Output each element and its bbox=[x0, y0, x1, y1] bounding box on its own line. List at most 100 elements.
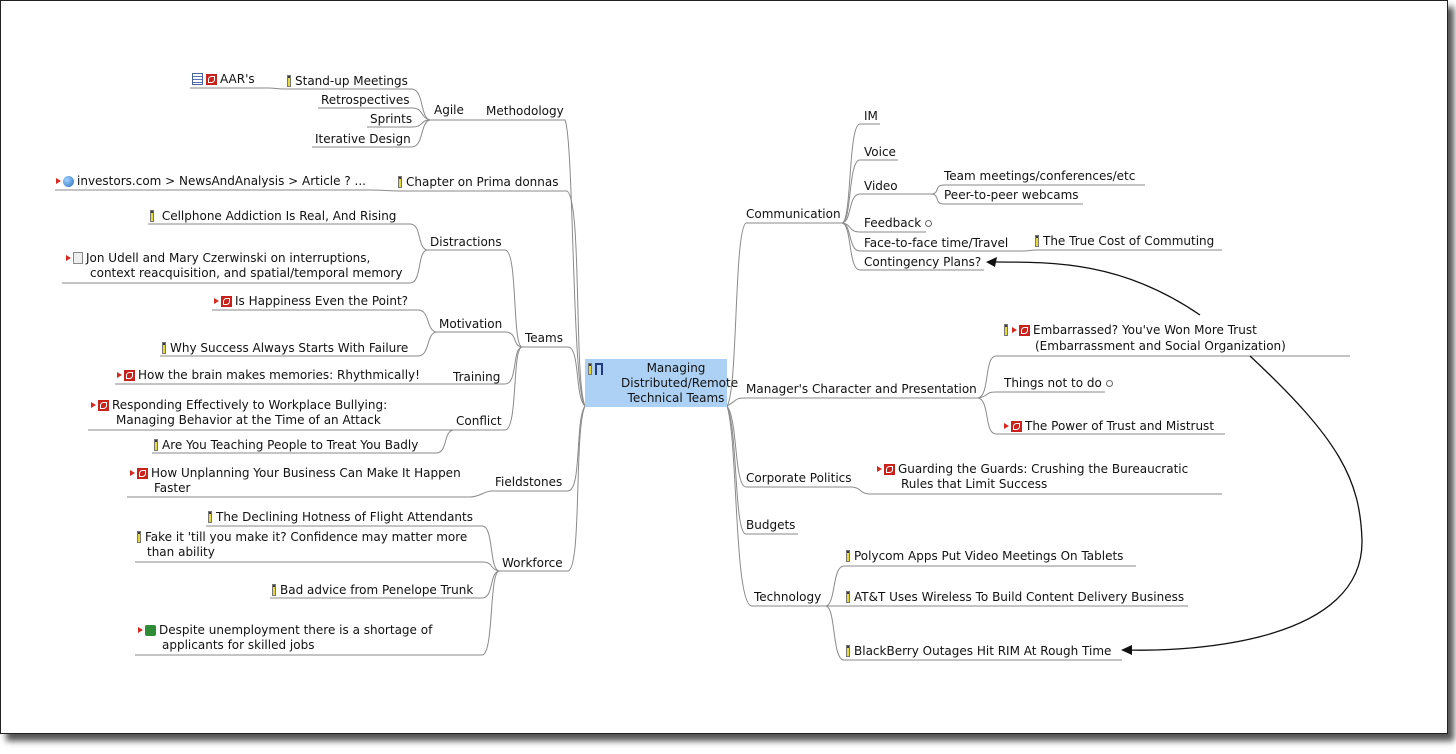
topic-retrospectives[interactable]: Retrospectives bbox=[321, 93, 410, 107]
topic-polycom[interactable]: Polycom Apps Put Video Meetings On Table… bbox=[846, 549, 1123, 564]
link-politics bbox=[726, 405, 852, 488]
topic-unemployment-line2: applicants for skilled jobs bbox=[162, 638, 315, 652]
topic-treat[interactable]: Are You Teaching People to Treat You Bad… bbox=[154, 438, 418, 453]
topic-sprints[interactable]: Sprints bbox=[370, 112, 413, 126]
topic-motivation[interactable]: Motivation bbox=[439, 317, 503, 331]
topic-unemployment[interactable]: Despite unemployment there is a shortage… bbox=[138, 623, 432, 638]
pdf-icon bbox=[884, 464, 895, 475]
root-topic[interactable]: Managing Distributed/Remote Technical Te… bbox=[585, 359, 738, 407]
topic-fake-line2: than ability bbox=[147, 545, 215, 559]
topic-success[interactable]: Why Success Always Starts With Failure bbox=[162, 341, 408, 356]
topic-guards[interactable]: Guarding the Guards: Crushing the Bureau… bbox=[877, 462, 1188, 477]
topic-voice[interactable]: Voice bbox=[864, 145, 896, 159]
arrow-head-bottom bbox=[1121, 645, 1132, 655]
topic-power[interactable]: The Power of Trust and Mistrust bbox=[1004, 419, 1214, 434]
link-methodology bbox=[482, 119, 586, 407]
pencil-icon bbox=[846, 591, 850, 603]
pencil-icon bbox=[154, 439, 158, 451]
pencil-icon bbox=[150, 210, 154, 222]
link-arrow-icon bbox=[138, 627, 143, 633]
pencil-icon bbox=[846, 550, 850, 562]
topic-penelope[interactable]: Bad advice from Penelope Trunk bbox=[272, 583, 473, 598]
pdf-icon bbox=[1011, 421, 1022, 432]
pdf-icon bbox=[206, 74, 217, 85]
bookmark-icon bbox=[595, 363, 603, 375]
link-arrow-icon bbox=[91, 402, 96, 408]
globe-icon bbox=[63, 176, 74, 187]
pencil-icon bbox=[287, 75, 291, 87]
pencil-icon bbox=[208, 511, 212, 523]
topic-bullying-line2: Managing Behavior at the Time of an Atta… bbox=[116, 413, 381, 427]
topic-methodology[interactable]: Methodology bbox=[486, 104, 564, 118]
pencil-icon bbox=[1035, 235, 1039, 247]
topic-team-meetings[interactable]: Team meetings/conferences/etc bbox=[944, 169, 1136, 183]
pencil-icon bbox=[398, 176, 402, 188]
topic-technology[interactable]: Technology bbox=[754, 590, 822, 604]
topic-video[interactable]: Video bbox=[864, 179, 898, 193]
topic-fieldstones[interactable]: Fieldstones bbox=[495, 475, 563, 489]
topic-att[interactable]: AT&T Uses Wireless To Build Content Deli… bbox=[846, 590, 1184, 605]
topic-embarrassed[interactable]: Embarrassed? You've Won More Trust bbox=[1004, 323, 1257, 338]
arrow-head-top bbox=[986, 257, 997, 267]
collapsed-node-icon[interactable] bbox=[1105, 380, 1113, 387]
topic-commuting[interactable]: The True Cost of Commuting bbox=[1035, 234, 1214, 249]
topic-cellphone[interactable]: Cellphone Addiction Is Real, And Rising bbox=[150, 209, 396, 224]
topic-udell[interactable]: Jon Udell and Mary Czerwinski on interru… bbox=[66, 251, 370, 266]
topic-workforce[interactable]: Workforce bbox=[502, 556, 563, 570]
pencil-icon bbox=[162, 342, 166, 354]
topic-standup[interactable]: Stand-up Meetings bbox=[287, 74, 408, 89]
topic-p2p[interactable]: Peer-to-peer webcams bbox=[944, 188, 1079, 202]
link-manager bbox=[726, 397, 978, 407]
pdf-icon bbox=[1019, 325, 1030, 336]
topic-training[interactable]: Training bbox=[453, 370, 501, 384]
collapsed-node-icon[interactable] bbox=[924, 220, 932, 227]
link-arrow-icon bbox=[1012, 327, 1017, 333]
topic-feedback[interactable]: Feedback bbox=[864, 216, 932, 231]
pdf-icon bbox=[221, 296, 232, 307]
link-workforce bbox=[499, 405, 586, 572]
topic-budgets[interactable]: Budgets bbox=[746, 518, 796, 532]
topic-investors[interactable]: investors.com > NewsAndAnalysis > Articl… bbox=[56, 174, 366, 189]
pencil-icon bbox=[272, 584, 276, 596]
topic-im[interactable]: IM bbox=[864, 109, 878, 123]
topic-unplanning[interactable]: How Unplanning Your Business Can Make It… bbox=[130, 466, 461, 481]
document-icon bbox=[73, 252, 83, 264]
topic-communication[interactable]: Communication bbox=[746, 207, 841, 221]
root-title: Managing Distributed/Remote Technical Te… bbox=[621, 361, 739, 405]
link-prima bbox=[400, 190, 586, 407]
link-teams bbox=[522, 346, 586, 407]
link-arrow-icon bbox=[56, 178, 61, 184]
link-technology bbox=[726, 405, 826, 607]
topic-contingency[interactable]: Contingency Plans? bbox=[864, 255, 982, 269]
link-fieldstones bbox=[492, 405, 586, 492]
pdf-icon bbox=[137, 468, 148, 479]
topic-embarrassed-line2: (Embarrassment and Social Organization) bbox=[1035, 339, 1286, 353]
topic-flight[interactable]: The Declining Hotness of Flight Attendan… bbox=[208, 510, 473, 525]
topic-happiness[interactable]: Is Happiness Even the Point? bbox=[214, 294, 408, 309]
topic-manager[interactable]: Manager's Character and Presentation bbox=[746, 382, 977, 396]
link-arrow-icon bbox=[214, 298, 219, 304]
link-arrow-icon bbox=[66, 255, 71, 261]
pencil-icon bbox=[1004, 324, 1008, 336]
topic-conflict[interactable]: Conflict bbox=[456, 414, 502, 428]
topic-agile[interactable]: Agile bbox=[434, 103, 464, 117]
topic-fake[interactable]: Fake it 'till you make it? Confidence ma… bbox=[137, 530, 467, 545]
topic-blackberry[interactable]: BlackBerry Outages Hit RIM At Rough Time bbox=[846, 644, 1111, 659]
topic-politics[interactable]: Corporate Politics bbox=[746, 471, 852, 485]
link-communication bbox=[726, 222, 842, 407]
topic-guards-line2: Rules that Limit Success bbox=[901, 477, 1048, 491]
bookmark-site-icon bbox=[145, 625, 156, 636]
topic-bullying[interactable]: Responding Effectively to Workplace Bull… bbox=[91, 398, 387, 413]
topic-f2f[interactable]: Face-to-face time/Travel bbox=[864, 236, 1009, 250]
link-budgets bbox=[726, 405, 798, 535]
cross-link-arrow bbox=[987, 261, 1201, 316]
topic-aars[interactable]: AAR's bbox=[192, 72, 255, 87]
topic-things[interactable]: Things not to do bbox=[1004, 376, 1113, 391]
topic-iterative[interactable]: Iterative Design bbox=[315, 132, 411, 146]
topic-distractions[interactable]: Distractions bbox=[430, 235, 502, 249]
topic-brain[interactable]: How the brain makes memories: Rhythmical… bbox=[117, 368, 420, 383]
topic-prima[interactable]: Chapter on Prima donnas bbox=[398, 175, 558, 190]
topic-teams[interactable]: Teams bbox=[525, 331, 563, 345]
link-arrow-icon bbox=[1004, 423, 1009, 429]
